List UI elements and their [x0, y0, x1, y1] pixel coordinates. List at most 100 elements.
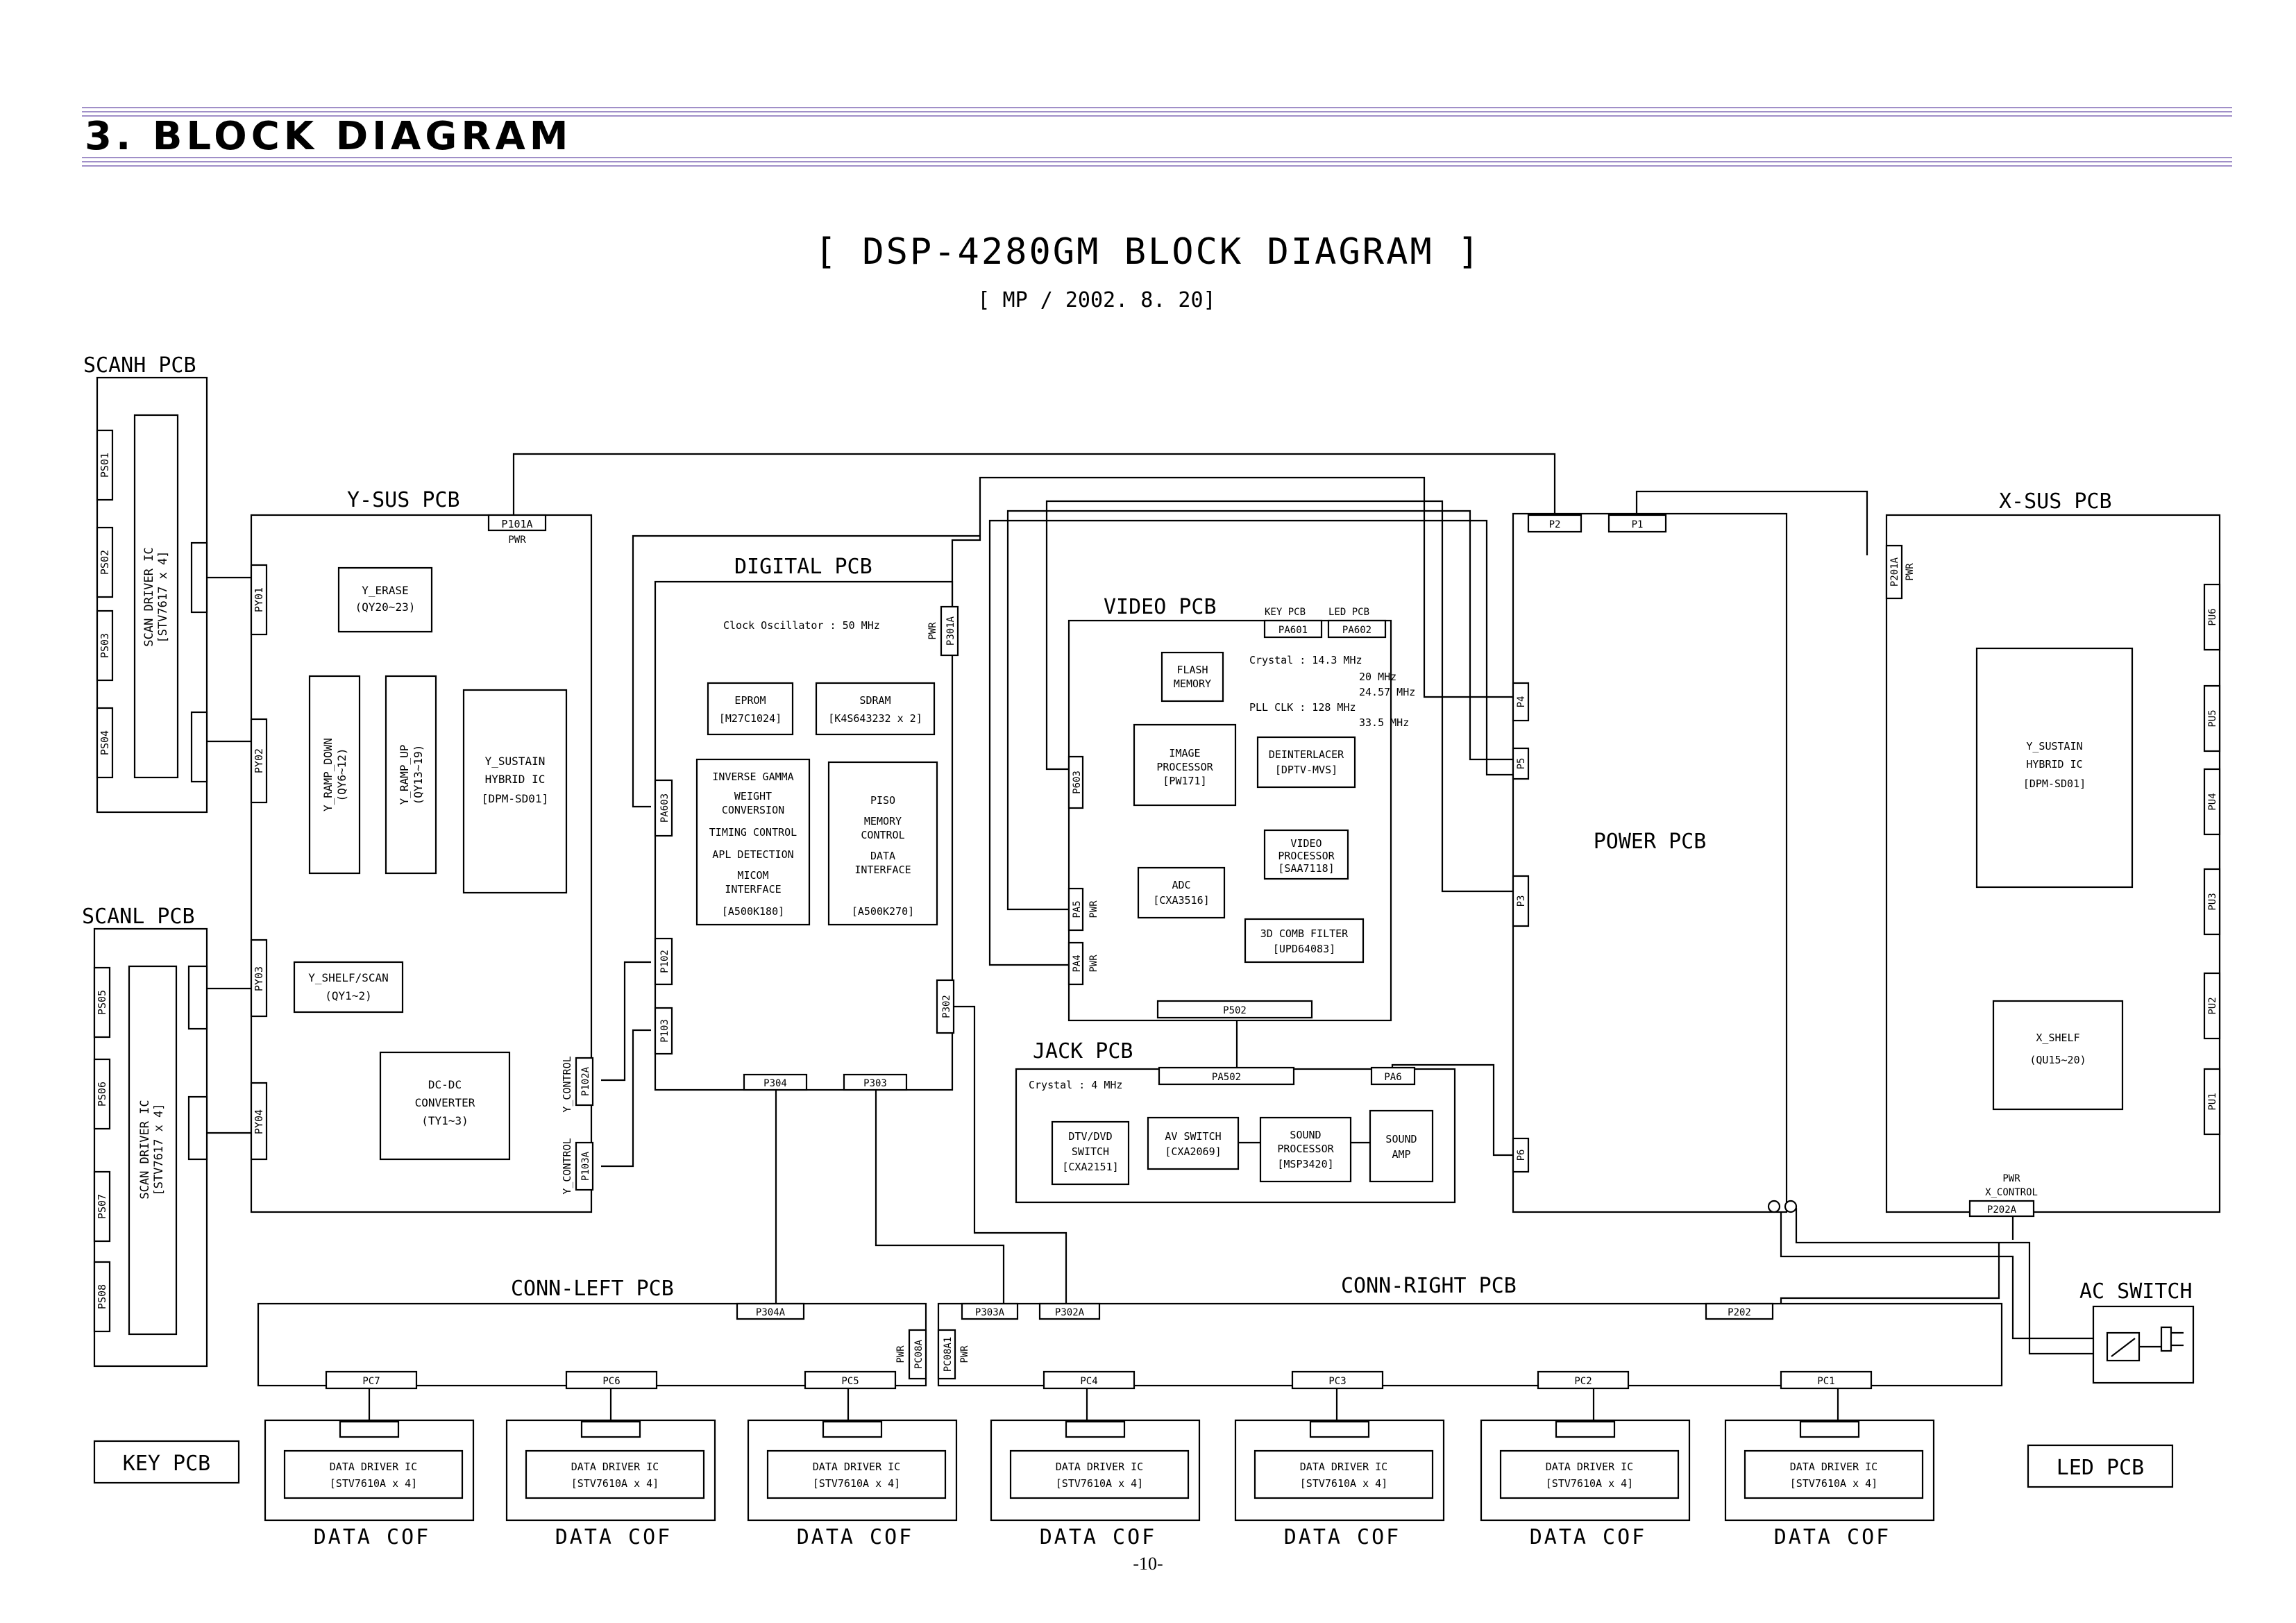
svg-text:PU3: PU3 — [2207, 893, 2218, 910]
svg-text:33.5 MHz: 33.5 MHz — [1359, 716, 1409, 729]
scan-driver-ic-part: [STV7617 x 4] — [156, 550, 170, 643]
svg-text:PC1: PC1 — [1817, 1376, 1834, 1387]
digital-pcb: DIGITAL PCB Clock Oscillator : 50 MHz P3… — [654, 555, 959, 1091]
connector-p101a — [487, 514, 547, 532]
svg-text:PC6: PC6 — [602, 1376, 620, 1387]
data-cof-label: DATA COF — [1284, 1525, 1401, 1549]
svg-text:[PW171]: [PW171] — [1163, 775, 1206, 787]
svg-text:PA602: PA602 — [1342, 625, 1371, 636]
connector-pc5 — [804, 1370, 897, 1390]
conn-left-pcb: CONN-LEFT PCB P304A PC08A PWR PC7 PC6 PC… — [257, 1277, 927, 1390]
svg-text:Y_RAMP_UP: Y_RAMP_UP — [398, 745, 411, 805]
svg-text:PA5: PA5 — [1072, 900, 1083, 918]
svg-text:P6: P6 — [1516, 1150, 1527, 1161]
connector-p303a — [961, 1302, 1019, 1320]
connector-pa6 — [1370, 1066, 1416, 1086]
svg-text:PC08A1: PC08A1 — [943, 1337, 954, 1372]
data-cof-label: DATA COF — [314, 1525, 431, 1549]
svg-text:DATA: DATA — [870, 850, 895, 862]
data-cof-label: DATA COF — [1774, 1525, 1891, 1549]
connector-pu5 — [2203, 684, 2221, 752]
svg-text:SDRAM: SDRAM — [859, 694, 890, 707]
svg-text:EPROM: EPROM — [734, 694, 766, 707]
data-driver-ic — [283, 1449, 464, 1499]
svg-text:CONVERTER: CONVERTER — [415, 1096, 475, 1109]
x-control-label: X_CONTROL — [1985, 1187, 2038, 1198]
pwr-label: PWR — [927, 622, 938, 640]
svg-text:3D COMB FILTER: 3D COMB FILTER — [1260, 927, 1349, 940]
svg-text:P103A: P103A — [580, 1151, 591, 1181]
svg-text:P202: P202 — [1728, 1307, 1751, 1318]
power-outlet-terminal — [1784, 1200, 1798, 1213]
key-pcb-label: KEY PCB — [123, 1452, 210, 1476]
svg-text:DATA DRIVER IC: DATA DRIVER IC — [330, 1461, 417, 1473]
asic-a500k180 — [695, 758, 811, 926]
eprom-block — [707, 682, 794, 736]
diagram-subtitle: [ MP / 2002. 8. 20] — [977, 288, 1215, 312]
svg-text:(QY6~12): (QY6~12) — [335, 748, 348, 801]
connector-p304a — [736, 1302, 805, 1320]
svg-text:PC7: PC7 — [362, 1376, 380, 1387]
pwr-label: PWR — [1905, 563, 1916, 581]
y-shelf-scan-block — [293, 961, 404, 1014]
header-rule — [82, 111, 2232, 112]
svg-text:PU5: PU5 — [2207, 709, 2218, 727]
svg-text:AV SWITCH: AV SWITCH — [1165, 1130, 1221, 1143]
svg-text:P302A: P302A — [1055, 1307, 1085, 1318]
svg-text:MEMORY: MEMORY — [864, 815, 902, 827]
svg-text:PISO: PISO — [870, 794, 895, 807]
header-rule — [82, 157, 2232, 158]
connector-pa601 — [1263, 619, 1323, 639]
svg-text:P502: P502 — [1223, 1005, 1247, 1016]
svg-text:P1: P1 — [1632, 519, 1644, 530]
svg-text:P304A: P304A — [756, 1307, 786, 1318]
data-cof-label: DATA COF — [797, 1525, 914, 1549]
data-cof-label: DATA COF — [555, 1525, 673, 1549]
y-sus-pcb: Y-SUS PCB P101A PWR Y_ERASE (QY20~23) Y_… — [250, 488, 594, 1213]
svg-text:IMAGE: IMAGE — [1169, 747, 1200, 759]
svg-text:[STV7610A x 4]: [STV7610A x 4] — [1790, 1477, 1877, 1490]
connector-ps06: PS06 — [96, 1082, 108, 1107]
svg-text:PU2: PU2 — [2207, 997, 2218, 1014]
data-cof-5: DATA DRIVER IC [STV7610A x 4] DATA COF — [1234, 1419, 1445, 1549]
data-cof-1: DATA DRIVER IC [STV7610A x 4] DATA COF — [264, 1419, 475, 1549]
svg-text:Y_SUSTAIN: Y_SUSTAIN — [485, 755, 546, 768]
svg-text:(TY1~3): (TY1~3) — [421, 1114, 468, 1127]
adc-block — [1137, 866, 1226, 919]
data-driver-ic — [766, 1449, 947, 1499]
flash-memory — [1160, 651, 1224, 703]
svg-text:PA601: PA601 — [1278, 625, 1308, 636]
svg-text:DATA DRIVER IC: DATA DRIVER IC — [1056, 1461, 1143, 1473]
led-pcb: LED PCB — [2027, 1444, 2174, 1488]
svg-text:P102: P102 — [659, 950, 670, 973]
svg-text:HYBRID IC: HYBRID IC — [485, 773, 546, 786]
x-sustain-hybrid-ic — [1975, 647, 2134, 889]
svg-text:PC5: PC5 — [841, 1376, 859, 1387]
scan-driver-ic — [133, 414, 179, 779]
svg-text:(QU15~20): (QU15~20) — [2029, 1054, 2086, 1066]
svg-text:(QY1~2): (QY1~2) — [325, 989, 371, 1002]
sdram-block — [815, 682, 936, 736]
scan-driver-ic — [128, 965, 178, 1336]
svg-text:PC2: PC2 — [1574, 1376, 1592, 1387]
svg-text:P103: P103 — [659, 1019, 670, 1043]
svg-text:[A500K180]: [A500K180] — [722, 905, 784, 918]
svg-text:[A500K270]: [A500K270] — [852, 905, 914, 918]
connector-p6 — [1512, 1137, 1530, 1173]
svg-text:PU6: PU6 — [2207, 608, 2218, 625]
svg-text:Y_SHELF/SCAN: Y_SHELF/SCAN — [308, 971, 389, 984]
y-control-label: Y_CONTROL — [561, 1056, 573, 1112]
deinterlacer — [1256, 736, 1356, 789]
connector-pc08a1 — [937, 1329, 956, 1380]
connector-pc1 — [1780, 1370, 1873, 1390]
power-pcb: POWER PCB P2 P1 P4 P5 P3 P6 — [1512, 512, 1798, 1213]
key-pcb: KEY PCB — [93, 1440, 240, 1484]
svg-text:PU4: PU4 — [2207, 793, 2218, 810]
svg-text:P102A: P102A — [580, 1066, 591, 1096]
svg-text:DATA DRIVER IC: DATA DRIVER IC — [1300, 1461, 1387, 1473]
svg-text:P2: P2 — [1549, 519, 1561, 530]
connector-p202a — [1968, 1200, 2035, 1218]
svg-text:Y_SUSTAIN: Y_SUSTAIN — [2026, 740, 2082, 752]
data-cof-4: DATA DRIVER IC [STV7610A x 4] DATA COF — [990, 1419, 1201, 1549]
